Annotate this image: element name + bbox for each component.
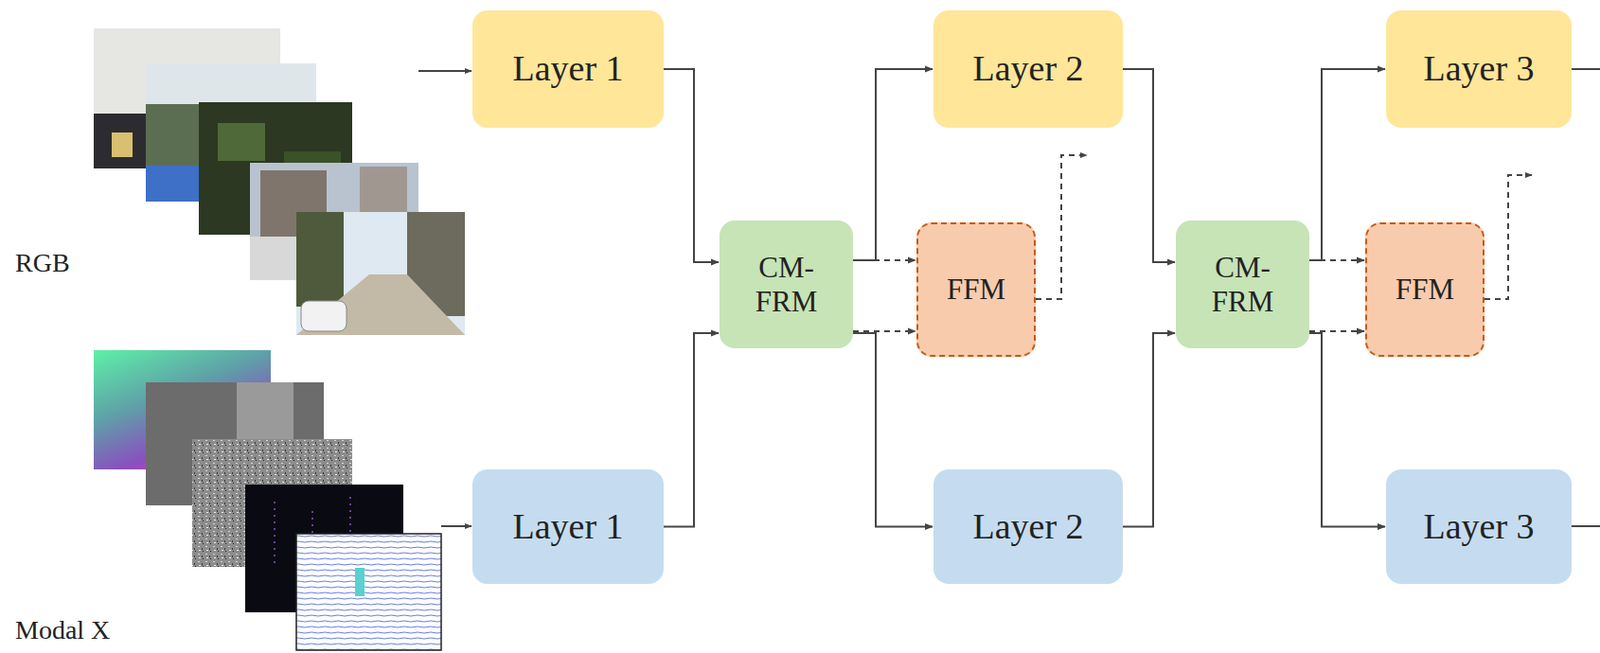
dashed-arrow bbox=[853, 259, 916, 262]
layer-box: Layer 3 bbox=[1386, 10, 1572, 128]
box-label: Layer 3 bbox=[1422, 48, 1534, 90]
ffm-box: FFM bbox=[1365, 222, 1485, 357]
fusion-module-box: CM- FRM bbox=[719, 220, 854, 349]
box-label: Layer 2 bbox=[972, 506, 1084, 549]
flow-arrow bbox=[663, 69, 719, 263]
photo-detail bbox=[296, 274, 465, 336]
layer-box: Layer 3 bbox=[1386, 469, 1572, 585]
box-label: FFM bbox=[1395, 272, 1455, 307]
modality-label: Modal X bbox=[15, 615, 110, 646]
dashed-arrow bbox=[853, 330, 916, 333]
box-label: FFM bbox=[946, 272, 1006, 307]
flow-arrow bbox=[1309, 333, 1386, 528]
box-label: Layer 2 bbox=[972, 48, 1084, 90]
box-label: Layer 1 bbox=[512, 48, 623, 90]
box-label: Layer 1 bbox=[512, 506, 623, 549]
input-arrow bbox=[418, 70, 472, 72]
fusion-module-box: CM- FRM bbox=[1175, 220, 1310, 349]
flow-arrow bbox=[663, 333, 719, 528]
photo-detail bbox=[301, 301, 347, 332]
layer-box: Layer 1 bbox=[472, 469, 664, 585]
flow-arrow bbox=[853, 333, 933, 528]
flow-arrow bbox=[1122, 333, 1175, 528]
rgb-image-stack bbox=[93, 28, 465, 336]
box-label: Layer 3 bbox=[1422, 506, 1534, 549]
modal-x-image-stack bbox=[93, 350, 442, 651]
photo-detail bbox=[355, 568, 365, 597]
modality-label: RGB bbox=[15, 248, 71, 279]
photo-detail bbox=[111, 132, 133, 158]
box-label: CM- FRM bbox=[738, 250, 835, 319]
ffm-output-arrow bbox=[1035, 155, 1087, 300]
lidar-map bbox=[296, 533, 442, 651]
dashed-arrow bbox=[1309, 330, 1365, 333]
flow-arrow bbox=[1122, 69, 1175, 263]
box-label: CM- FRM bbox=[1194, 250, 1291, 319]
input-arrow bbox=[441, 525, 472, 528]
dashed-arrow bbox=[1309, 259, 1365, 262]
layer-box: Layer 2 bbox=[933, 469, 1123, 585]
ffm-box: FFM bbox=[916, 222, 1036, 357]
output-line bbox=[1571, 525, 1600, 528]
street-photo bbox=[296, 212, 465, 336]
photo-detail bbox=[249, 236, 298, 281]
ffm-output-arrow bbox=[1484, 175, 1532, 300]
layer-box: Layer 1 bbox=[472, 10, 664, 128]
output-line bbox=[1571, 68, 1600, 71]
photo-detail bbox=[93, 113, 151, 169]
photo-detail bbox=[217, 123, 266, 161]
photo-detail bbox=[296, 212, 344, 307]
layer-box: Layer 2 bbox=[933, 10, 1123, 128]
